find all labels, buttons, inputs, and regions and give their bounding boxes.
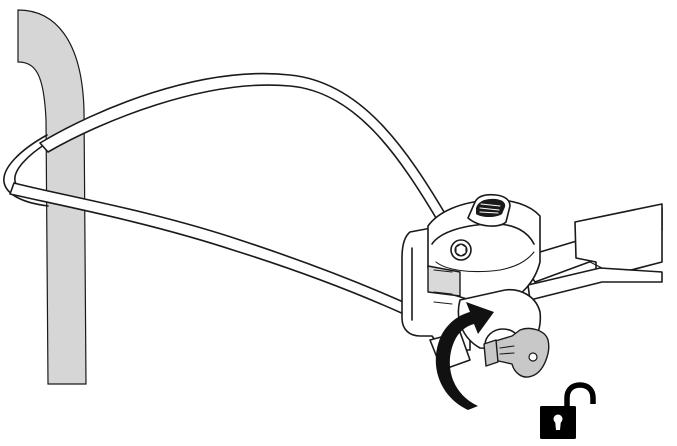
unlocked-padlock-icon <box>540 385 593 439</box>
push-button <box>468 195 510 226</box>
screw <box>451 240 471 260</box>
strap <box>520 204 662 300</box>
